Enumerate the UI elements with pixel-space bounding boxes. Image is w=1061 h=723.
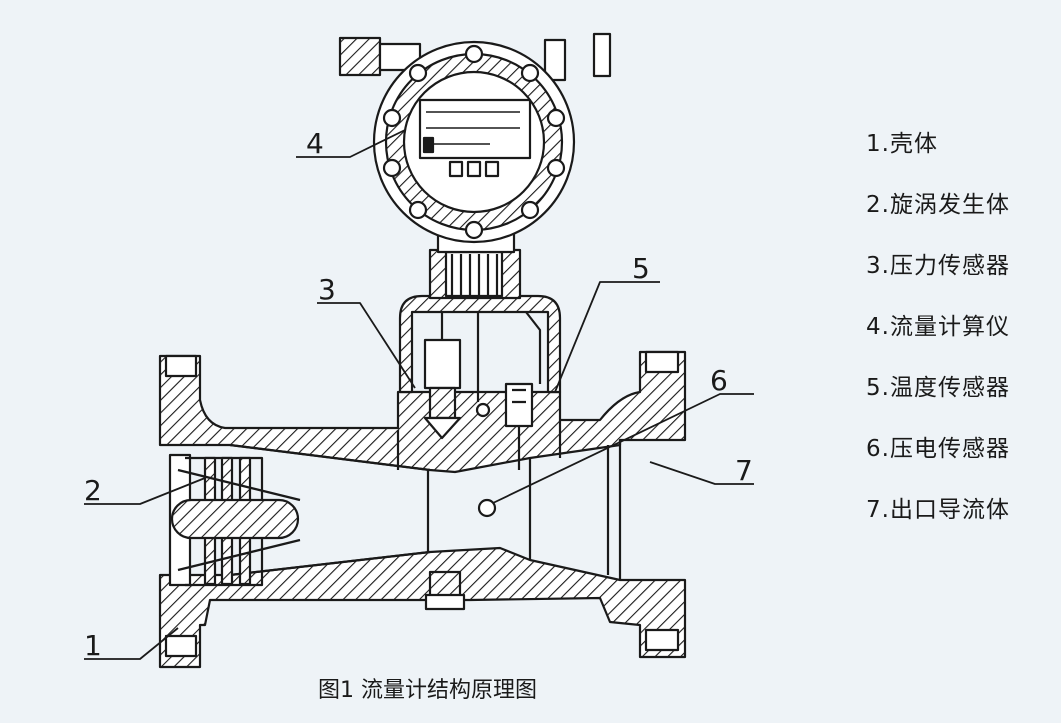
parts-legend: 1.壳体 2.旋涡发生体 3.压力传感器 4.流量计算仪 5.温度传感器 6.压…	[866, 128, 1010, 555]
legend-item-temperature-sensor: 5.温度传感器	[866, 375, 1010, 401]
callout-5: 5	[632, 252, 650, 285]
callout-6: 6	[710, 364, 728, 397]
legend-item-piezo-sensor: 6.压电传感器	[866, 436, 1010, 462]
callout-4: 4	[306, 127, 324, 160]
legend-item-shell: 1.壳体	[866, 131, 938, 157]
callout-1: 1	[84, 629, 102, 662]
callout-2: 2	[84, 474, 102, 507]
temperature-sensor	[475, 311, 542, 470]
legend-item-pressure-sensor: 3.压力传感器	[866, 253, 1010, 279]
callout-3: 3	[318, 273, 336, 306]
leader-lines	[84, 129, 754, 660]
callout-7: 7	[735, 454, 753, 487]
pressure-sensor	[423, 312, 462, 440]
legend-item-outlet-diffuser: 7.出口导流体	[866, 497, 1010, 523]
legend-item-flow-computer: 4.流量计算仪	[866, 314, 1010, 340]
figure-caption: 图1 流量计结构原理图	[318, 678, 537, 703]
legend-item-vortex-generator: 2.旋涡发生体	[866, 192, 1010, 218]
flow-computer	[338, 32, 612, 244]
shell-body	[158, 350, 687, 669]
callouts: 1 2 3 4 5 6 7	[84, 127, 753, 662]
piezo-sensor	[477, 498, 497, 518]
vortex-generator	[168, 453, 301, 587]
